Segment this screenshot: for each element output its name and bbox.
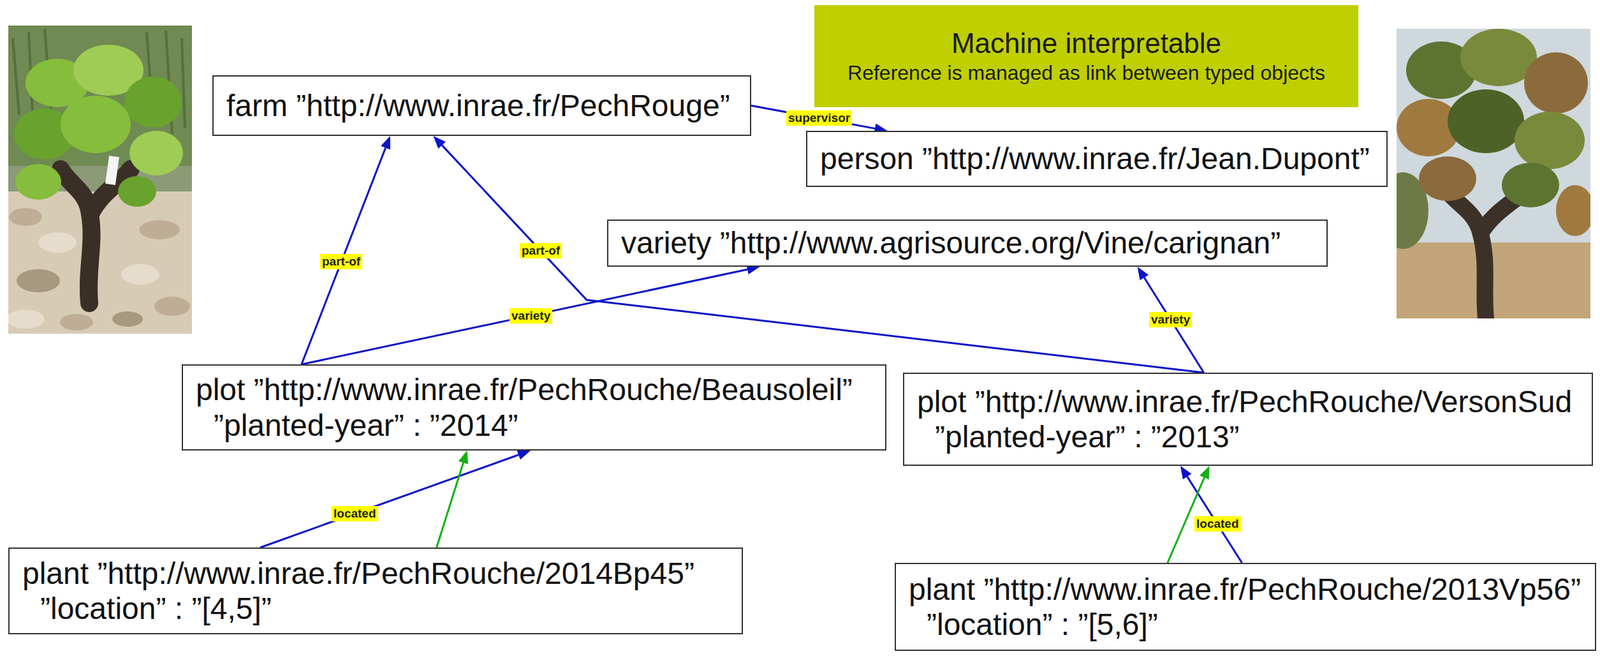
object-attribute: ”location” : ”[5,6]” <box>908 606 1159 642</box>
connector-line <box>260 454 519 548</box>
photo-shape <box>121 264 160 285</box>
photo-shape <box>8 309 45 329</box>
object-box: plot ”http://www.inrae.fr/PechRouche/Bea… <box>181 364 887 451</box>
object-uri: variety ”http://www.agrisource.org/Vine/… <box>621 225 1281 261</box>
arrowhead <box>380 135 391 150</box>
object-attribute: ”planted-year” : ”2013” <box>917 418 1240 455</box>
photo-shape <box>117 176 157 207</box>
arrowhead <box>516 449 531 460</box>
banner-body: Reference is managed as link between typ… <box>847 59 1326 86</box>
photo-shape <box>1524 52 1588 114</box>
connector <box>301 264 761 365</box>
photo-shape <box>139 220 180 240</box>
photo-shape <box>1396 242 1591 319</box>
object-attribute: ”planted-year” : ”2014” <box>195 407 519 443</box>
object-box: person ”http://www.inrae.fr/Jean.Dupont” <box>806 130 1388 187</box>
connector <box>1180 465 1243 563</box>
photo-shape <box>16 269 60 293</box>
object-box: plot ”http://www.inrae.fr/PechRouche/Ver… <box>902 372 1593 466</box>
object-uri: plot ”http://www.inrae.fr/PechRouche/Bea… <box>195 371 853 407</box>
connector-line <box>751 105 875 129</box>
object-uri: person ”http://www.inrae.fr/Jean.Dupont” <box>820 140 1370 177</box>
connector-line <box>1187 476 1243 563</box>
photo-shape <box>105 155 120 185</box>
connector <box>436 450 469 548</box>
object-box: variety ”http://www.agrisource.org/Vine/… <box>607 219 1328 267</box>
photo-shape <box>1418 156 1477 201</box>
arrowhead <box>1180 465 1192 479</box>
arrowhead <box>1137 266 1149 280</box>
edge-label: located <box>1194 515 1241 532</box>
connector <box>751 105 888 134</box>
vine-photo-right <box>1396 28 1591 319</box>
edge-label: supervisor <box>786 110 852 126</box>
edge-label: located <box>331 505 379 522</box>
object-uri: plant ”http://www.inrae.fr/PechRouche/20… <box>908 571 1581 607</box>
connector <box>1167 465 1210 563</box>
photo-shape <box>60 95 131 154</box>
object-box: plant ”http://www.inrae.fr/PechRouche/20… <box>8 547 743 634</box>
object-uri: plant ”http://www.inrae.fr/PechRouche/20… <box>22 555 695 591</box>
connector-line <box>436 462 464 548</box>
photo-shape <box>1396 28 1591 319</box>
object-box: farm ”http://www.inrae.fr/PechRouge” <box>212 75 752 136</box>
object-attribute: ”location” : ”[4,5]” <box>22 590 272 626</box>
edge-label: variety <box>509 308 553 324</box>
photo-shape <box>1447 89 1525 154</box>
photo-shape <box>1501 162 1560 208</box>
photo-shape <box>15 163 62 200</box>
heading-banner: Machine interpretableReference is manage… <box>814 5 1359 108</box>
photo-shape <box>112 311 143 327</box>
connector-line <box>1144 277 1204 373</box>
photo-shape <box>154 296 191 316</box>
photo-shape <box>1447 191 1525 319</box>
arrowhead <box>1199 465 1210 480</box>
object-box: plant ”http://www.inrae.fr/PechRouche/20… <box>894 562 1597 651</box>
photo-shape <box>8 25 192 334</box>
arrowhead <box>433 135 446 149</box>
photo-shape <box>129 130 184 176</box>
edge-label: variety <box>1149 311 1192 328</box>
photo-shape <box>1514 111 1585 169</box>
connector <box>1137 266 1204 373</box>
photo-shape <box>38 232 77 253</box>
connector <box>260 449 531 548</box>
connector <box>301 135 391 365</box>
object-uri: farm ”http://www.inrae.fr/PechRouge” <box>226 88 731 124</box>
photo-shape <box>59 313 94 331</box>
connector-line <box>301 147 386 365</box>
connector-line <box>301 269 748 365</box>
photo-shape <box>124 76 182 128</box>
arrowhead <box>458 450 469 464</box>
object-uri: plot ”http://www.inrae.fr/PechRouche/Ver… <box>917 383 1572 419</box>
vine-photo-left <box>8 25 192 334</box>
edge-label: part-of <box>320 253 363 270</box>
photo-shape <box>8 207 43 226</box>
banner-heading: Machine interpretable <box>951 26 1222 61</box>
edge-label: part-of <box>519 242 562 259</box>
photo-shape <box>1555 184 1591 236</box>
